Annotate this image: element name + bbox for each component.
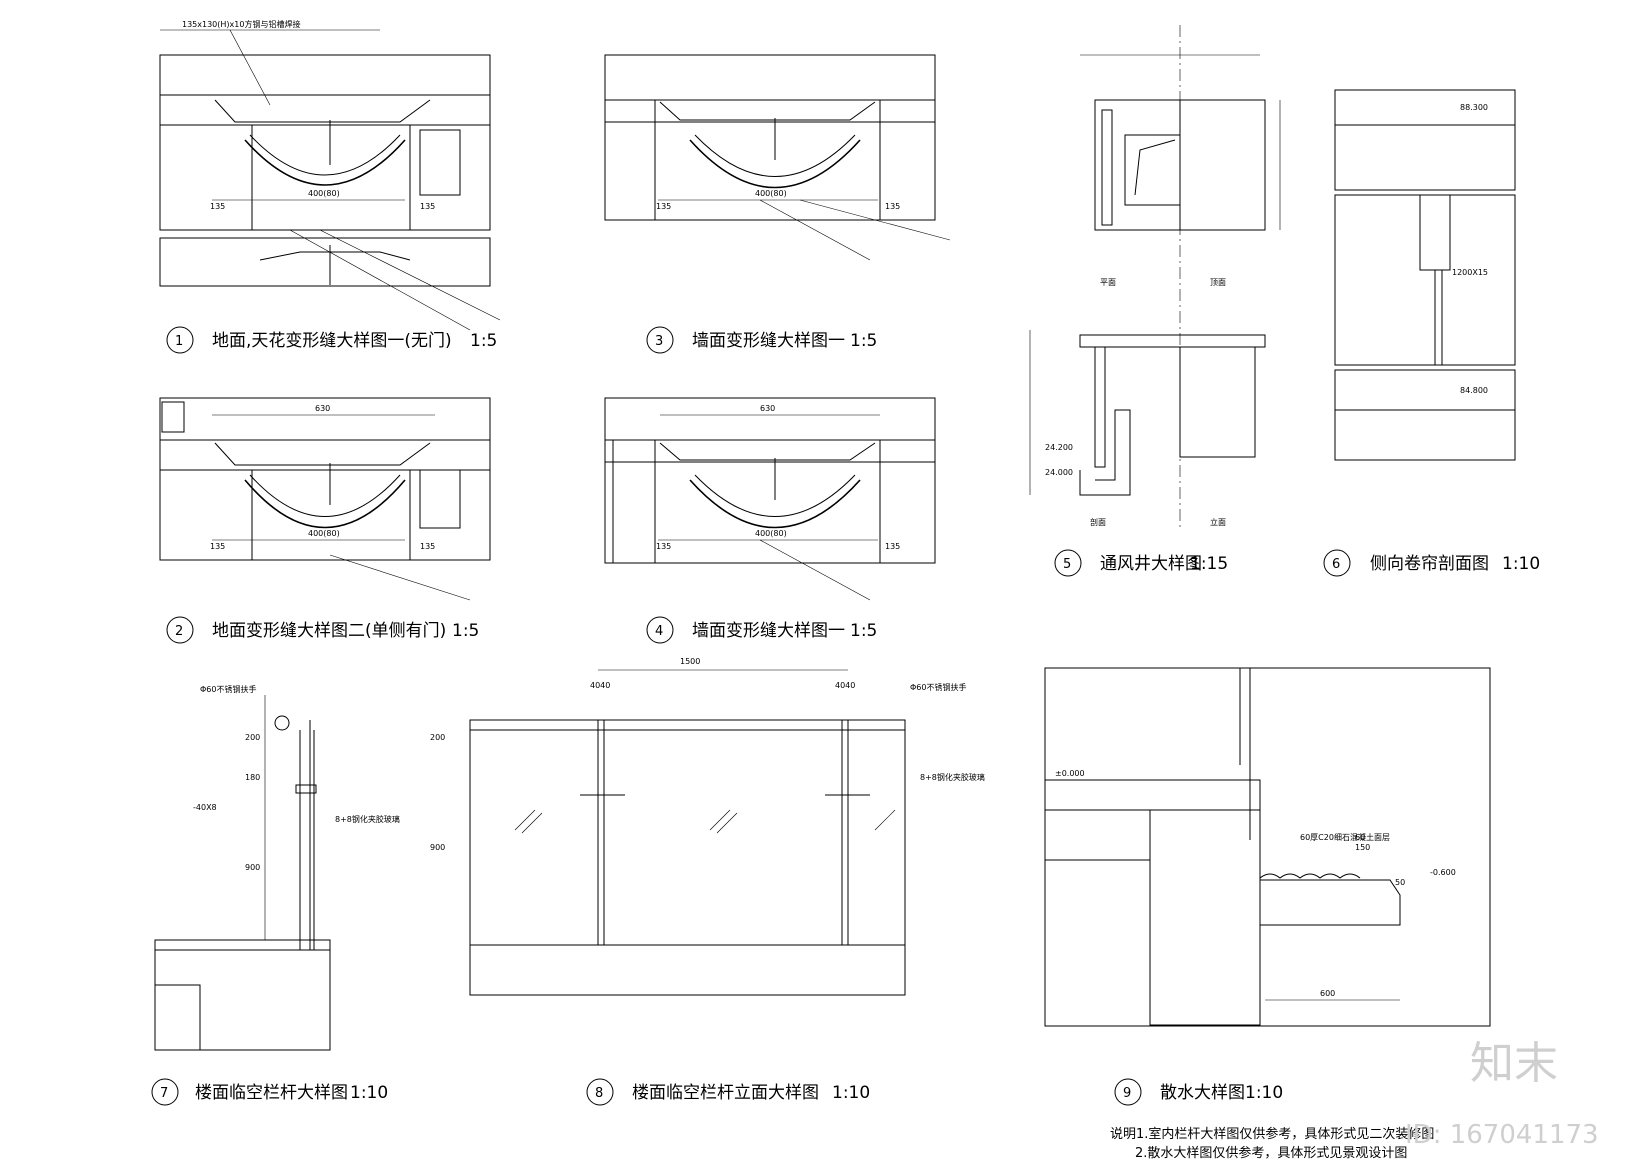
dim-text: 400(80) xyxy=(755,189,787,198)
detail-number: 4 xyxy=(655,624,663,639)
dim-text: 200 xyxy=(430,733,445,742)
note-line-2: 2.散水大样图仅供参考，具体形式见景观设计图 xyxy=(1135,1145,1407,1161)
detail-title: 地面变形缝大样图二(单侧有门) xyxy=(212,621,446,641)
dim-text: 135 xyxy=(420,542,435,551)
dim-text: 1500 xyxy=(680,657,700,666)
dim-text: 400(80) xyxy=(755,529,787,538)
dim-text: 50 xyxy=(1395,878,1405,887)
dim-text: 135x130(H)x10方钢与铝槽焊接 xyxy=(182,19,300,29)
detail-4-caption: 4 墙面变形缝大样图一 1:5 xyxy=(646,616,877,644)
dim-text: 400(80) xyxy=(308,529,340,538)
detail-5-caption: 5 通风井大样图 1:15 xyxy=(1054,549,1228,577)
detail-scale: 1:10 xyxy=(350,1083,388,1103)
detail-number: 6 xyxy=(1332,557,1340,572)
callout-text: Φ60不锈钢扶手 xyxy=(200,684,256,694)
detail-6-caption: 6 侧向卷帘剖面图 1:10 xyxy=(1323,549,1540,577)
level-text: ±0.000 xyxy=(1055,769,1085,778)
general-notes: 说明1.室内栏杆大样图仅供参考，具体形式见二次装修图 2.散水大样图仅供参考，具… xyxy=(1110,1126,1434,1161)
detail-scale: 1:5 xyxy=(470,331,497,351)
detail-1-floor-joint: 400(80) 135 135 135x130(H)x10方钢与铝槽焊接 xyxy=(159,19,501,331)
view-label: 顶面 xyxy=(1210,278,1226,287)
dim-text: 135 xyxy=(210,542,225,551)
dim-text: 150 xyxy=(1355,843,1370,852)
level-text: -0.600 xyxy=(1430,868,1456,877)
dim-text: 4040 xyxy=(835,681,855,690)
dim-text: 135 xyxy=(656,542,671,551)
detail-8-caption: 8 楼面临空栏杆立面大样图 1:10 xyxy=(586,1078,870,1106)
detail-9-apron: 600 ±0.000 -0.600 150 60 50 60厚C20细石混凝土面… xyxy=(1044,667,1491,1027)
dim-text: 135 xyxy=(420,202,435,211)
detail-title: 楼面临空栏杆立面大样图 xyxy=(632,1083,819,1103)
detail-scale: 1:5 xyxy=(452,621,479,641)
dim-text: 400(80) xyxy=(308,189,340,198)
detail-number: 9 xyxy=(1123,1086,1131,1101)
dim-text: 135 xyxy=(885,202,900,211)
dim-text: -40X8 xyxy=(193,803,217,812)
detail-scale: 1:10 xyxy=(832,1083,870,1103)
dim-text: 135 xyxy=(210,202,225,211)
level-text: 88.300 xyxy=(1460,103,1488,112)
detail-3-caption: 3 墙面变形缝大样图一 1:5 xyxy=(646,326,877,354)
detail-scale: 1:5 xyxy=(850,621,877,641)
dim-text: 135 xyxy=(656,202,671,211)
detail-title: 楼面临空栏杆大样图 xyxy=(195,1083,348,1103)
detail-2-floor-joint: 400(80) 135 135 630 xyxy=(159,397,491,601)
detail-scale: 1:10 xyxy=(1245,1083,1283,1103)
detail-6-roller-shutter: 88.300 84.800 1200X15 xyxy=(1334,89,1516,461)
level-text: 24.000 xyxy=(1045,468,1073,477)
detail-1-caption: 1 地面,天花变形缝大样图一(无门) 1:5 xyxy=(166,326,497,354)
dim-text: 630 xyxy=(760,404,775,413)
dim-text: 900 xyxy=(430,843,445,852)
callout-text: Φ60不锈钢扶手 xyxy=(910,682,966,692)
dim-text: 1200X15 xyxy=(1452,268,1488,277)
detail-title: 墙面变形缝大样图一 xyxy=(692,331,845,351)
dim-text: 600 xyxy=(1320,989,1335,998)
dim-text: 60 xyxy=(1355,833,1365,842)
detail-number: 2 xyxy=(175,624,183,639)
watermark-id: ID: 167041173 xyxy=(1405,1120,1599,1150)
detail-7-railing-section: 200 180 900 Φ60不锈钢扶手 -40X8 8+8钢化夹胶玻璃 xyxy=(154,684,400,1051)
detail-number: 8 xyxy=(595,1086,603,1101)
view-label: 平面 xyxy=(1100,278,1116,287)
watermark-brand: 知末 xyxy=(1470,1038,1558,1089)
detail-title: 墙面变形缝大样图一 xyxy=(692,621,845,641)
note-line-1: 说明1.室内栏杆大样图仅供参考，具体形式见二次装修图 xyxy=(1110,1126,1434,1142)
callout-text: 8+8钢化夹胶玻璃 xyxy=(920,772,985,782)
detail-title: 通风井大样图 xyxy=(1100,554,1202,574)
detail-7-caption: 7 楼面临空栏杆大样图 1:10 xyxy=(151,1078,388,1106)
detail-title: 散水大样图 xyxy=(1160,1083,1245,1103)
dim-text: 4040 xyxy=(590,681,610,690)
level-text: 84.800 xyxy=(1460,386,1488,395)
dim-text: 180 xyxy=(245,773,260,782)
view-label: 剖面 xyxy=(1090,517,1106,527)
view-label: 立面 xyxy=(1210,517,1226,527)
detail-title: 侧向卷帘剖面图 xyxy=(1370,554,1489,574)
detail-number: 3 xyxy=(655,334,663,349)
callout-text: 60厚C20细石混凝土面层 xyxy=(1300,832,1390,842)
detail-2-caption: 2 地面变形缝大样图二(单侧有门) 1:5 xyxy=(166,616,479,644)
level-text: 24.200 xyxy=(1045,443,1073,452)
detail-3-wall-joint: 400(80) 135 135 xyxy=(604,54,951,261)
dim-text: 200 xyxy=(245,733,260,742)
dim-text: 630 xyxy=(315,404,330,413)
detail-5-ventilation-shaft: 平面 顶面 24.200 24.000 剖面 立面 xyxy=(1029,25,1281,530)
callout-text: 8+8钢化夹胶玻璃 xyxy=(335,814,400,824)
detail-scale: 1:15 xyxy=(1190,554,1228,574)
detail-title: 地面,天花变形缝大样图一(无门) xyxy=(212,331,452,351)
watermark: 知末 ID: 167041173 xyxy=(1405,1038,1599,1150)
detail-4-wall-joint: 400(80) 135 135 630 xyxy=(604,397,936,601)
detail-9-caption: 9 散水大样图 1:10 xyxy=(1114,1078,1283,1106)
detail-number: 1 xyxy=(175,334,183,349)
dim-text: 900 xyxy=(245,863,260,872)
detail-number: 5 xyxy=(1063,557,1071,572)
detail-number: 7 xyxy=(160,1086,168,1101)
detail-scale: 1:10 xyxy=(1502,554,1540,574)
dim-text: 135 xyxy=(885,542,900,551)
detail-scale: 1:5 xyxy=(850,331,877,351)
detail-8-railing-elevation: 1500 4040 4040 200 900 Φ60不锈钢扶手 8+8钢化夹胶玻… xyxy=(430,657,985,996)
